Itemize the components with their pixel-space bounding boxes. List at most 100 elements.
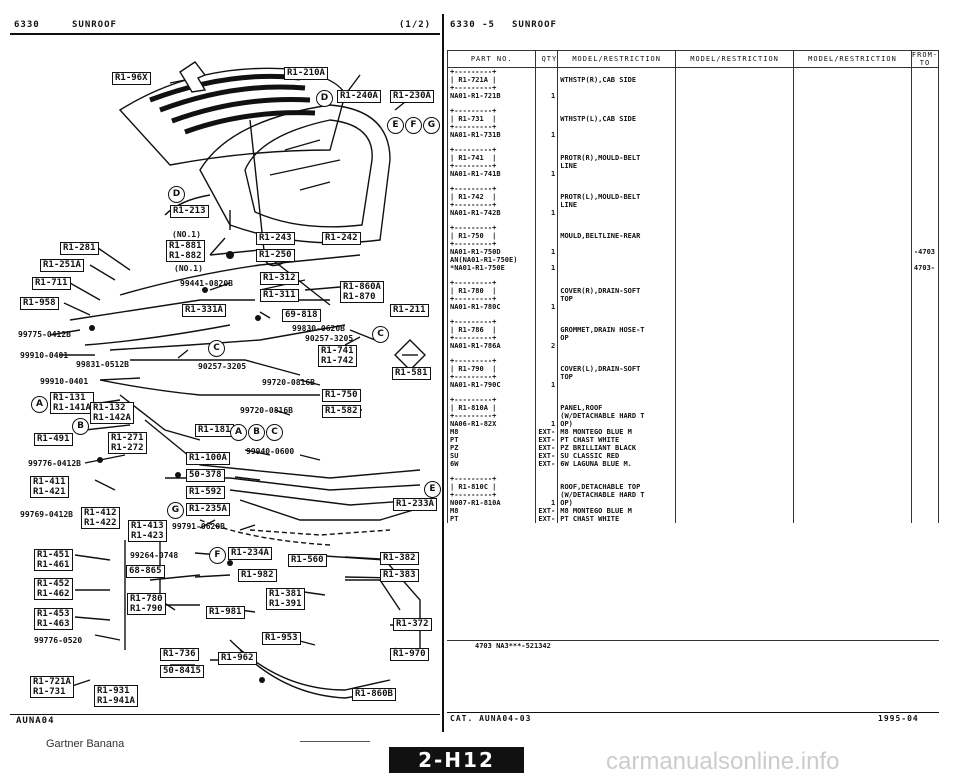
cell-part-no: +---------+ | R1-786 | +---------+ NA01-… bbox=[446, 318, 537, 350]
cell-model-3 bbox=[793, 436, 912, 444]
cell-model-1: PZ BRILLIANT BLACK bbox=[557, 444, 677, 452]
callout-68-865: 68-865 bbox=[126, 565, 165, 578]
table-cell-spacer bbox=[675, 178, 795, 185]
cell-from-to bbox=[910, 357, 940, 389]
table-cell-spacer bbox=[446, 100, 537, 107]
cell-from-to: -4703 bbox=[910, 224, 940, 264]
table-note: 4703 NA3***-521342 bbox=[475, 642, 551, 650]
cell-model-1 bbox=[557, 264, 677, 272]
cell-model-3 bbox=[793, 107, 912, 139]
cell-from-to bbox=[910, 444, 940, 452]
cell-model-2 bbox=[675, 185, 795, 217]
table-cell-spacer bbox=[675, 350, 795, 357]
table-cell-spacer bbox=[446, 139, 537, 146]
circle-label-c-right: C bbox=[372, 326, 389, 343]
table-cell-spacer bbox=[675, 217, 795, 224]
callout-r1-181: R1-181 bbox=[195, 424, 234, 437]
cell-from-to bbox=[910, 507, 940, 515]
table-cell-spacer bbox=[793, 139, 912, 146]
partno-99910-b: 99910-0401 bbox=[40, 377, 89, 386]
cell-from-to bbox=[910, 428, 940, 436]
table-cell-spacer bbox=[535, 217, 559, 224]
cell-part-no: +---------+ | R1-810A | +---------+ NA06… bbox=[446, 396, 537, 428]
parts-table: PART NO. QTY MODEL/RESTRICTION MODEL/RES… bbox=[446, 50, 940, 523]
cell-model-2 bbox=[675, 428, 795, 436]
cell-part-no: *NA01-R1-750E bbox=[446, 264, 537, 272]
cell-model-3 bbox=[793, 507, 912, 515]
table-row-spacer bbox=[446, 350, 940, 357]
table-cell-spacer bbox=[910, 100, 940, 107]
table-cell-spacer bbox=[793, 217, 912, 224]
table-cell-spacer bbox=[557, 311, 677, 318]
cell-model-2 bbox=[675, 475, 795, 507]
footer-dash bbox=[300, 741, 370, 742]
table-cell-spacer bbox=[793, 389, 912, 396]
right-footer-catalog: CAT. AUNA04-03 bbox=[450, 714, 532, 723]
circle-label-b: B bbox=[72, 418, 89, 435]
right-header-code: 6330 -5 bbox=[450, 20, 495, 30]
cell-model-1: PROTR(R),MOULD-BELT LINE bbox=[557, 146, 677, 178]
cell-from-to bbox=[910, 318, 940, 350]
cell-qty: 1 bbox=[535, 264, 559, 272]
callout-r1-331a: R1-331A bbox=[182, 304, 226, 317]
partno-90257-b: 90257-3205 bbox=[198, 362, 247, 371]
left-footer-rule bbox=[10, 714, 440, 715]
circle-label-g-low: G bbox=[167, 502, 184, 519]
callout-r1-860a: R1-860A R1-870 bbox=[340, 281, 384, 303]
cell-model-3 bbox=[793, 475, 912, 507]
table-cell-spacer bbox=[793, 468, 912, 475]
cell-model-3 bbox=[793, 279, 912, 311]
cell-part-no: +---------+ | R1-742 | +---------+ NA01-… bbox=[446, 185, 537, 217]
table-cell-spacer bbox=[446, 311, 537, 318]
partno-99831: 99831-0512B bbox=[76, 360, 129, 369]
callout-r1-383: R1-383 bbox=[380, 569, 419, 582]
cell-model-1: 6W LAGUNA BLUE M. bbox=[557, 460, 677, 468]
callout-r1-233a: R1-233A bbox=[393, 498, 437, 511]
callout-r1-881: R1-881 R1-882 bbox=[166, 240, 205, 262]
cell-model-2 bbox=[675, 436, 795, 444]
circle-label-a-mid: A bbox=[230, 424, 247, 441]
table-cell-spacer bbox=[910, 217, 940, 224]
circle-label-a: A bbox=[31, 396, 48, 413]
partno-99720-a: 99720-0816B bbox=[262, 378, 315, 387]
table-row: +---------+ | R1-786 | +---------+ NA01-… bbox=[446, 318, 940, 350]
circle-label-g-top: G bbox=[423, 117, 440, 134]
cell-qty: 1 bbox=[535, 396, 559, 428]
cell-part-no: +---------+ | R1-741 | +---------+ NA01-… bbox=[446, 146, 537, 178]
callout-r1-453: R1-453 R1-463 bbox=[34, 608, 73, 630]
callout-r1-581: R1-581 bbox=[392, 367, 431, 380]
table-cell-spacer bbox=[446, 272, 537, 279]
callout-r1-243: R1-243 bbox=[256, 232, 295, 245]
cell-model-3 bbox=[793, 67, 912, 100]
callout-r1-982: R1-982 bbox=[238, 569, 277, 582]
cell-qty: 2 bbox=[535, 318, 559, 350]
table-cell-spacer bbox=[675, 389, 795, 396]
cell-model-1: SU CLASSIC RED bbox=[557, 452, 677, 460]
table-row: +---------+ | R1-721A | +---------+ NA01… bbox=[446, 67, 940, 100]
note-no1-b: (NO.1) bbox=[174, 264, 203, 273]
cell-model-2 bbox=[675, 452, 795, 460]
table-cell-spacer bbox=[557, 468, 677, 475]
table-cell-spacer bbox=[535, 311, 559, 318]
cell-qty: EXT- bbox=[535, 452, 559, 460]
cell-model-2 bbox=[675, 515, 795, 523]
table-cell-spacer bbox=[675, 139, 795, 146]
table-row: +---------+ | R1-750 | +---------+ NA01-… bbox=[446, 224, 940, 264]
cell-from-to bbox=[910, 67, 940, 100]
left-header-code: 6330 bbox=[14, 20, 40, 30]
cell-model-3 bbox=[793, 357, 912, 389]
table-cell-spacer bbox=[535, 139, 559, 146]
callout-r1-750: R1-750 bbox=[322, 389, 361, 402]
col-qty: QTY bbox=[535, 50, 559, 68]
col-part-no: PART NO. bbox=[446, 50, 537, 68]
cell-model-3 bbox=[793, 224, 912, 264]
callout-r1-96x: R1-96X bbox=[112, 72, 151, 85]
callout-r1-242: R1-242 bbox=[322, 232, 361, 245]
table-cell-spacer bbox=[446, 178, 537, 185]
table-row-spacer bbox=[446, 100, 940, 107]
cell-qty: 1 bbox=[535, 107, 559, 139]
partno-99264: 99264-0748 bbox=[130, 551, 179, 560]
partno-99769: 99769-0412B bbox=[20, 510, 73, 519]
